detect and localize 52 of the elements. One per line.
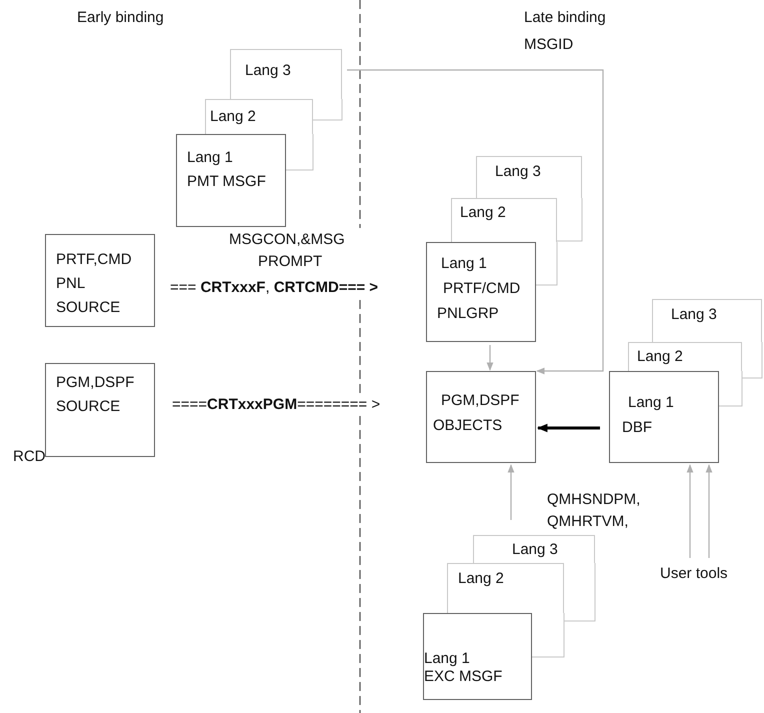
arrow	[508, 464, 514, 520]
document-box	[230, 49, 342, 99]
document-box	[45, 363, 155, 457]
box-text: PNLGRP	[437, 305, 499, 323]
arrow	[536, 424, 600, 432]
document-box	[423, 613, 532, 700]
command-text: === CRTxxxF, CRTCMD=== >	[170, 279, 378, 297]
box-text: SOURCE	[56, 299, 120, 317]
box-text: Lang 1	[628, 394, 674, 412]
arrow	[486, 345, 494, 371]
note-text: MSGID	[524, 36, 574, 54]
box-text: Lang 3	[495, 163, 541, 181]
box-text: PNL	[56, 275, 86, 293]
document-box	[426, 371, 536, 463]
box-text: Lang 1	[187, 149, 233, 167]
box-text: PMT MSGF	[187, 173, 266, 191]
section-heading: Early binding	[77, 9, 164, 27]
box-text: Lang 1	[424, 650, 470, 668]
arrow	[686, 464, 694, 558]
box-text: Lang 2	[210, 108, 256, 126]
document-box	[476, 156, 582, 198]
box-text: Lang 3	[512, 541, 558, 559]
box-text: Lang 2	[458, 570, 504, 588]
box-text: Lang 3	[671, 306, 717, 324]
box-text: PRTF,CMD	[56, 251, 132, 269]
note-text: User tools	[660, 565, 728, 583]
box-text: PGM,DSPF	[56, 374, 134, 392]
box-text: OBJECTS	[433, 417, 502, 435]
document-box	[176, 134, 286, 227]
note-text: MSGCON,&MSG	[229, 231, 345, 249]
note-text: RCD	[13, 448, 46, 466]
document-box	[473, 535, 595, 563]
arrow	[347, 69, 604, 374]
arrow	[706, 464, 712, 558]
document-box	[45, 234, 155, 327]
box-text: Lang 1	[441, 255, 487, 273]
note-text: QMHRTVM,	[547, 513, 628, 531]
box-text: DBF	[622, 419, 652, 437]
document-box	[609, 371, 719, 463]
note-text: PROMPT	[258, 253, 322, 271]
box-text: SOURCE	[56, 398, 120, 416]
command-text: ====CRTxxxPGM======== >	[172, 396, 380, 414]
box-text: Lang 2	[460, 204, 506, 222]
box-text: PGM,DSPF	[441, 392, 520, 410]
note-text: QMHSNDPM,	[547, 491, 640, 509]
box-text: Lang 3	[245, 62, 291, 80]
box-text: PRTF/CMD	[443, 280, 520, 298]
box-text: Lang 2	[637, 348, 683, 366]
document-box	[426, 242, 536, 342]
box-text: EXC MSGF	[424, 668, 502, 686]
section-heading: Late binding	[524, 9, 606, 27]
document-box	[652, 299, 762, 342]
